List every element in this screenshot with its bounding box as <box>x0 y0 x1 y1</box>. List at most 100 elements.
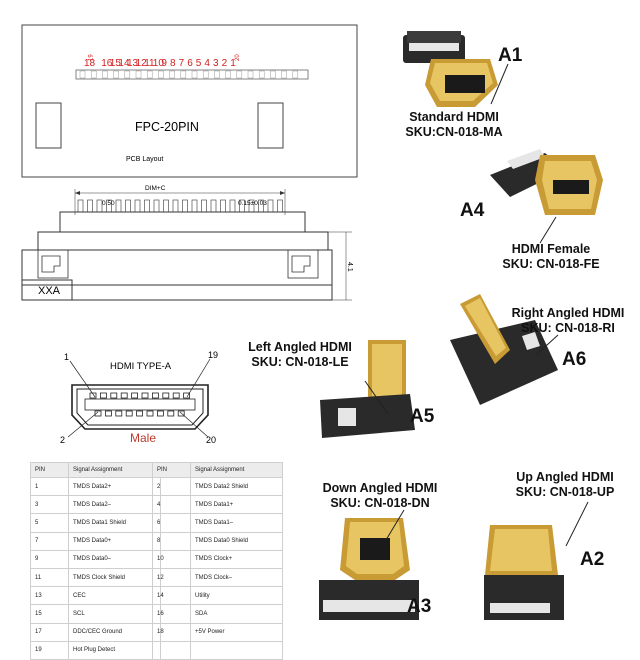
hdmi-contact-even <box>157 410 164 417</box>
signal-cell: TMDS Clock+ <box>190 549 283 569</box>
side-pin <box>277 199 283 213</box>
fpc-pad <box>124 70 131 79</box>
pin-cell: 3 <box>30 495 69 515</box>
product-name: HDMI Female <box>511 242 591 256</box>
pin-cell: 4 <box>152 495 191 515</box>
hdmi-contacts <box>89 392 191 417</box>
pin-number: 12 <box>136 58 148 69</box>
hdmi-contact-even <box>94 410 102 417</box>
hdmi-contact-odd <box>131 392 138 399</box>
pcb-layout-drawing: FPC-20PIN PCB Layout 1819161514131211109… <box>21 24 358 178</box>
side-pin <box>201 199 207 213</box>
hdmi-contact-even <box>177 410 185 417</box>
pin-cell: 13 <box>30 586 69 606</box>
product-image-a3 <box>319 518 419 620</box>
leader-line-a4 <box>539 216 557 244</box>
product-caption-a1: Standard HDMI SKU:CN-018-MA <box>384 110 524 140</box>
side-pin <box>210 199 217 213</box>
pin-20-label: 20 <box>206 435 216 445</box>
product-image-a2 <box>484 525 564 620</box>
pin-cell: 2 <box>152 476 191 497</box>
side-pin <box>77 199 84 213</box>
mount-pad-right <box>257 102 284 149</box>
signal-cell: Hot Plug Detect <box>68 640 161 660</box>
side-pin <box>115 199 122 213</box>
pin-cell: 5 <box>30 513 69 533</box>
product-image-a5 <box>320 340 415 438</box>
pin-number: 18 <box>84 58 96 69</box>
hdmi-pin-diagram: HDMI TYPE-A 1 19 2 20 Male <box>60 350 218 445</box>
pin-number: 4 <box>204 58 210 69</box>
fpc-pad <box>247 70 254 79</box>
hdmi-contact-even <box>136 410 143 417</box>
dim-left: 0.50 <box>102 200 115 207</box>
hdmi-contact-even <box>115 410 123 417</box>
hdmi-contact-even <box>167 410 175 417</box>
product-caption-a2: Up Angled HDMI SKU: CN-018-UP <box>500 470 630 500</box>
pin-cell: 11 <box>30 567 69 588</box>
table-row: 18+5V Power <box>152 622 283 642</box>
pin-number: 20 <box>235 54 241 61</box>
side-pin <box>163 199 169 213</box>
product-sku: SKU: CN-018-UP <box>515 485 615 499</box>
pin-number: 10 <box>153 58 165 69</box>
side-pin <box>172 199 179 213</box>
signal-cell: TMDS Data1– <box>190 513 283 533</box>
product-caption-a5: Left Angled HDMI SKU: CN-018-LE <box>240 340 360 370</box>
product-id-a4: A4 <box>460 200 485 221</box>
hdmi-contact-odd <box>120 392 128 399</box>
product-name: Left Angled HDMI <box>248 340 352 354</box>
hdmi-contact-odd <box>110 392 118 399</box>
pin-number: 2 <box>222 58 228 69</box>
side-pin <box>153 199 160 213</box>
pin-number: 14 <box>118 58 130 69</box>
hdmi-contact-even <box>125 410 133 417</box>
side-pin <box>125 199 131 213</box>
pin-number: 6 <box>187 58 193 69</box>
signal-cell: SDA <box>190 604 283 624</box>
pin-cell: 15 <box>30 604 69 624</box>
product-id-a5: A5 <box>410 406 435 427</box>
fpc-pad <box>90 70 97 79</box>
dim-top: DIM+C <box>145 185 166 192</box>
hdmi-contact-odd <box>141 392 149 399</box>
signal-cell: TMDS Data2 Shield <box>190 476 283 497</box>
fpc-pad <box>158 70 164 79</box>
signal-cell: SCL <box>68 604 161 624</box>
fpc-pad <box>169 70 175 79</box>
leader-line-a6 <box>535 334 559 356</box>
product-sku: SKU: CN-018-FE <box>502 257 600 271</box>
pcb-subtitle: PCB Layout <box>126 156 163 163</box>
hdmi-diagram-title: HDMI TYPE-A <box>110 361 172 372</box>
fpc-pad <box>79 70 86 79</box>
fpc-pad <box>281 70 287 79</box>
pin-cell: 18 <box>152 622 191 642</box>
pin-cell: 12 <box>152 567 191 588</box>
signal-cell: Utility <box>190 586 283 606</box>
product-id-a2: A2 <box>580 549 605 570</box>
pin-number: 13 <box>127 58 139 69</box>
side-pin <box>229 199 236 213</box>
table-row <box>152 640 283 660</box>
pin-cell <box>152 640 191 660</box>
signal-cell: TMDS Data2– <box>68 495 161 515</box>
fpc-pad <box>258 70 265 79</box>
product-name: Down Angled HDMI <box>322 481 438 495</box>
col-header: Signal Assignment <box>68 462 161 478</box>
pin-1-label: 1 <box>64 352 69 362</box>
side-pin <box>191 199 198 213</box>
signal-cell: TMDS Data1+ <box>190 495 283 515</box>
product-caption-a4: HDMI Female SKU: CN-018-FE <box>476 242 626 272</box>
product-name: Up Angled HDMI <box>516 470 614 484</box>
signal-cell: +5V Power <box>190 622 283 642</box>
